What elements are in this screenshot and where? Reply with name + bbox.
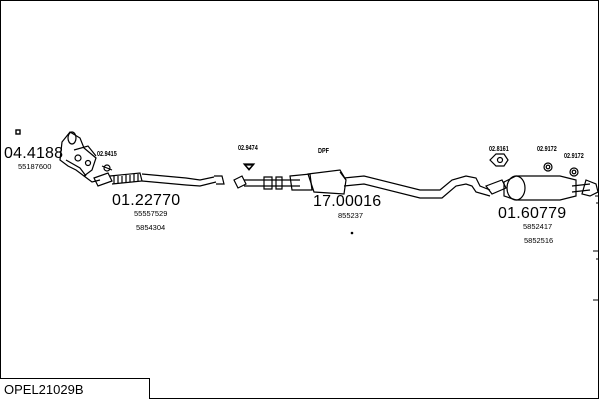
fitting-label-02-8161: 02.8161 (489, 146, 509, 153)
marker-square (15, 129, 21, 135)
part-ref-front-pipe-2: 5854304 (136, 223, 166, 232)
fitting-02-9474 (242, 163, 256, 171)
dpf-label: DPF (318, 148, 329, 155)
diagram-code-box: OPEL21029B (0, 378, 150, 399)
fitting-label-02-9172-b: 02.9172 (564, 153, 584, 160)
part-ref-front-pipe-1: 55557529 (134, 209, 168, 218)
marker-dot (350, 231, 354, 235)
part-number-front-pipe: 01.22770 (112, 192, 181, 209)
part-number-catalyst: 04.4188 (4, 145, 64, 162)
fitting-label-02-9172-a: 02.9172 (537, 146, 557, 153)
diagram-code: OPEL21029B (4, 382, 84, 397)
part-number-dpf: 17.00016 (313, 193, 382, 210)
part-ref-dpf: 855237 (338, 211, 364, 220)
fitting-02-9172-a (543, 162, 553, 172)
fitting-label-02-9474: 02.9474 (238, 145, 258, 152)
fitting-02-8161 (489, 153, 509, 167)
part-ref-rear-silencer-2: 5852516 (524, 236, 554, 245)
fitting-02-9172-b (569, 167, 579, 177)
part-ref-catalyst: 55187600 (18, 162, 52, 171)
fitting-label-02-9415: 02.9415 (97, 151, 117, 158)
part-number-rear-silencer: 01.60779 (498, 205, 567, 222)
front-pipe-part (93, 172, 225, 187)
catalytic-converter-part (59, 131, 101, 183)
marker-tick-right (593, 195, 599, 301)
part-ref-rear-silencer-1: 5852417 (523, 222, 553, 231)
rear-silencer-part (485, 175, 599, 201)
fitting-02-9415 (101, 164, 113, 172)
dpf-part (233, 169, 491, 199)
